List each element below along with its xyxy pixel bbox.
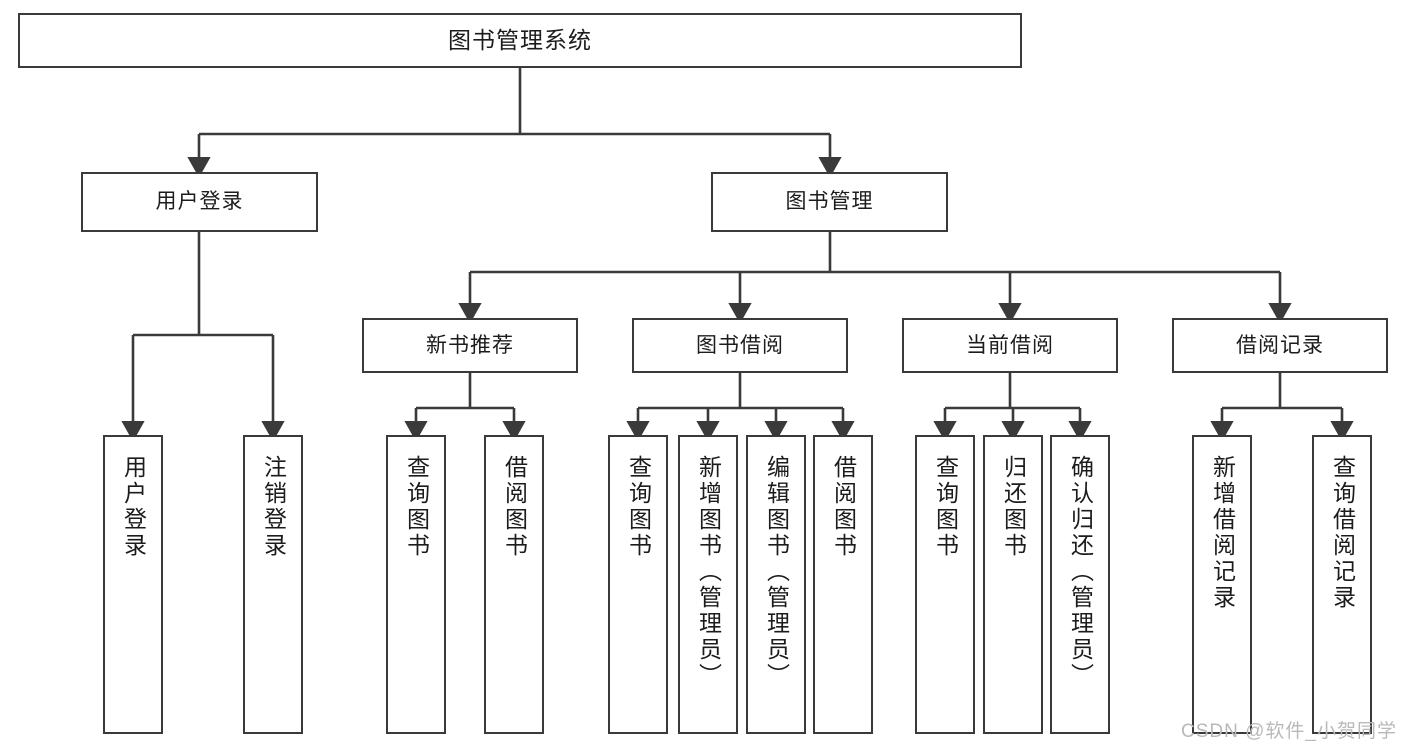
node-new-book-rec[interactable]: 新书推荐 xyxy=(362,318,578,373)
node-leaf-user-logout[interactable]: 注销登录 xyxy=(243,435,303,734)
node-label: 编辑图书（管理员） xyxy=(763,455,790,689)
node-user-login[interactable]: 用户登录 xyxy=(81,172,318,232)
node-borrow-record[interactable]: 借阅记录 xyxy=(1172,318,1388,373)
node-label: 用户登录 xyxy=(155,190,244,214)
node-label: 查询图书 xyxy=(625,455,652,559)
node-leaf-confirm-ret[interactable]: 确认归还（管理员） xyxy=(1050,435,1110,734)
node-label: 用户登录 xyxy=(120,455,147,559)
node-leaf-edit-book[interactable]: 编辑图书（管理员） xyxy=(746,435,806,734)
node-label: 查询借阅记录 xyxy=(1329,455,1356,611)
node-leaf-user-login[interactable]: 用户登录 xyxy=(103,435,163,734)
node-root[interactable]: 图书管理系统 xyxy=(18,13,1022,68)
node-label: 新书推荐 xyxy=(426,333,514,357)
node-leaf-add-record[interactable]: 新增借阅记录 xyxy=(1192,435,1252,734)
node-book-borrow[interactable]: 图书借阅 xyxy=(632,318,848,373)
node-label: 确认归还（管理员） xyxy=(1067,455,1094,689)
node-label: 图书管理 xyxy=(785,190,874,214)
node-leaf-add-book[interactable]: 新增图书（管理员） xyxy=(678,435,738,734)
node-label: 归还图书 xyxy=(1000,455,1027,559)
node-leaf-query-book-3[interactable]: 查询图书 xyxy=(915,435,975,734)
node-label: 查询图书 xyxy=(403,455,430,559)
node-leaf-borrow-book-2[interactable]: 借阅图书 xyxy=(813,435,873,734)
node-book-manage[interactable]: 图书管理 xyxy=(711,172,948,232)
node-leaf-query-book-2[interactable]: 查询图书 xyxy=(608,435,668,734)
node-label: 查询图书 xyxy=(932,455,959,559)
node-label: 图书借阅 xyxy=(696,333,784,357)
node-leaf-query-record[interactable]: 查询借阅记录 xyxy=(1312,435,1372,734)
node-label: 借阅图书 xyxy=(830,455,857,559)
node-label: 借阅记录 xyxy=(1236,333,1324,357)
node-label: 借阅图书 xyxy=(501,455,528,559)
node-leaf-return-book[interactable]: 归还图书 xyxy=(983,435,1043,734)
node-current-borrow[interactable]: 当前借阅 xyxy=(902,318,1118,373)
node-label: 图书管理系统 xyxy=(448,26,592,53)
node-label: 新增借阅记录 xyxy=(1209,455,1236,611)
node-label: 当前借阅 xyxy=(966,333,1054,357)
node-leaf-borrow-book-1[interactable]: 借阅图书 xyxy=(484,435,544,734)
node-leaf-query-book-1[interactable]: 查询图书 xyxy=(386,435,446,734)
node-label: 新增图书（管理员） xyxy=(695,455,722,689)
watermark: CSDN @软件_小贺同学 xyxy=(1181,721,1397,742)
node-label: 注销登录 xyxy=(260,455,287,559)
